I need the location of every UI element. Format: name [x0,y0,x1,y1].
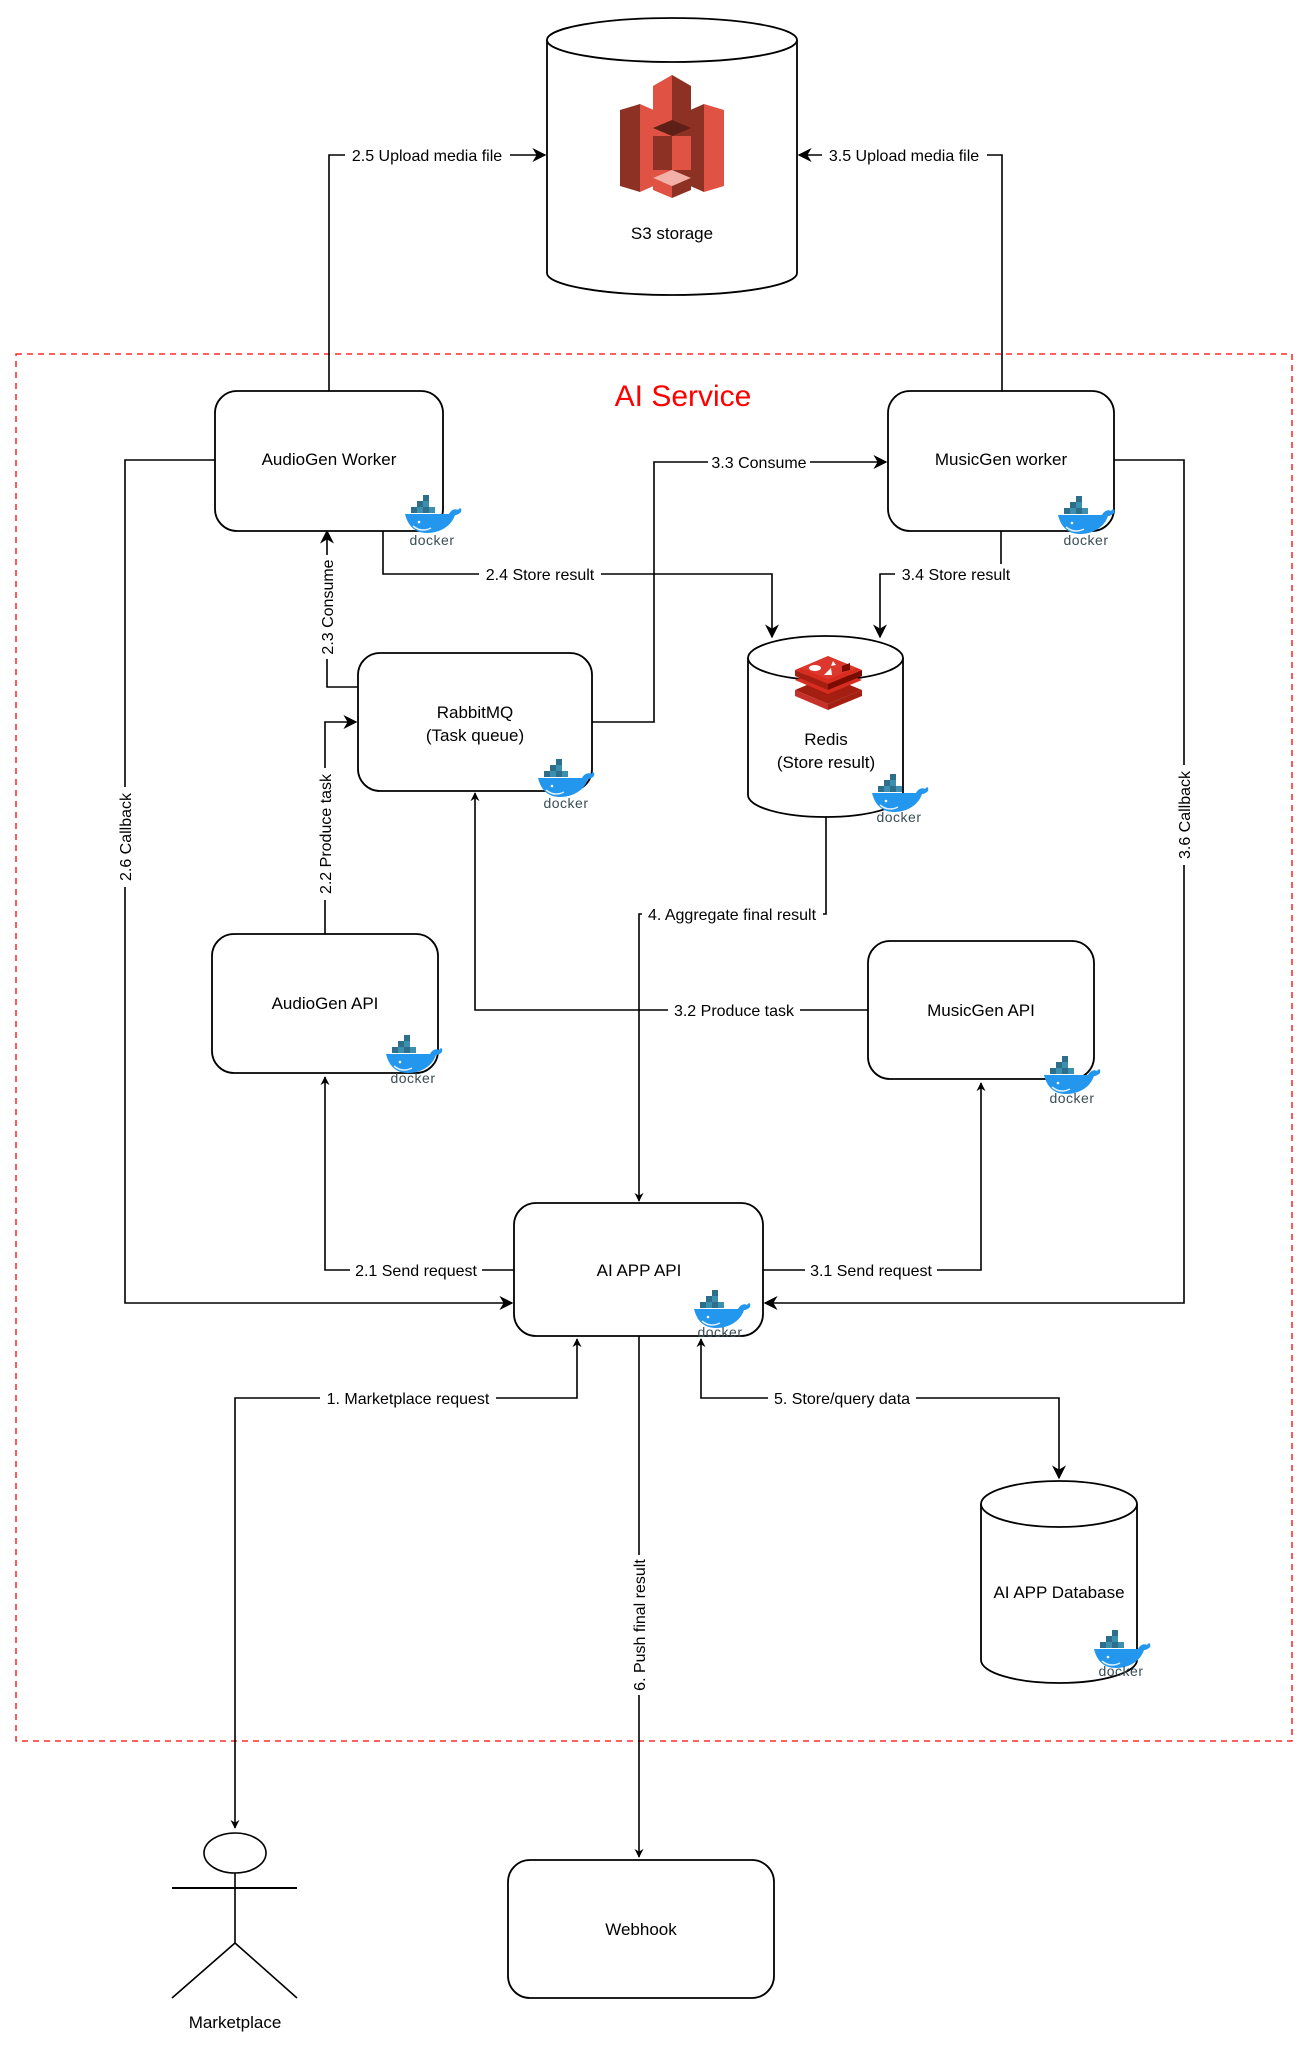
musicgen-api-node[interactable]: MusicGen API docker [867,940,1102,1106]
audiogen-api-node[interactable]: AudioGen API docker [211,933,444,1086]
svg-text:3.5 Upload media file: 3.5 Upload media file [829,148,979,165]
edge-2-1 [320,1076,514,1271]
webhook-node[interactable]: Webhook [507,1859,775,1999]
edge-label-4: 4. Aggregate final result [642,904,823,924]
redis-sublabel: (Store result) [777,753,875,772]
edge-2-5 [328,148,547,391]
webhook-label: Webhook [605,1920,677,1939]
svg-text:4. Aggregate final result: 4. Aggregate final result [648,907,817,924]
edge-label-3-4: 3.4 Store result [895,564,1017,584]
svg-text:2.1 Send request: 2.1 Send request [355,1263,477,1280]
edge-label-3-1: 3.1 Send request [805,1260,937,1280]
marketplace-actor[interactable]: Marketplace [171,1832,298,2032]
audiogen-worker-node[interactable]: AudioGen Worker docker [214,390,463,548]
edge-3-6 [763,459,1185,1310]
rabbitmq-sublabel: (Task queue) [426,726,524,745]
docker-label: docker [1063,532,1108,548]
edge-label-2-6: 2.6 Callback [115,787,135,887]
edge-label-2-5: 2.5 Upload media file [345,145,510,165]
edge-1 [230,1338,582,1829]
docker-label: docker [1098,1663,1143,1679]
ai-app-api-node[interactable]: AI APP API docker [513,1202,764,1340]
audiogen-api-label: AudioGen API [272,994,379,1013]
rabbitmq-node[interactable]: RabbitMQ (Task queue) docker [357,652,596,811]
svg-text:1. Marketplace request: 1. Marketplace request [327,1391,490,1408]
edge-3-5 [797,148,1003,391]
svg-text:3.3 Consume: 3.3 Consume [711,455,806,472]
s3-storage-label: S3 storage [631,224,713,243]
edge-label-3-5: 3.5 Upload media file [822,145,987,165]
edge-label-3-3: 3.3 Consume [708,452,810,472]
redis-node[interactable]: Redis (Store result) docker [747,635,930,825]
edge-label-5: 5. Store/query data [768,1388,916,1408]
svg-text:6. Push final result: 6. Push final result [632,1559,649,1691]
edge-5 [696,1338,1066,1480]
musicgen-api-label: MusicGen API [927,1001,1035,1020]
s3-icon [620,75,724,198]
docker-label: docker [543,795,588,811]
docker-label: docker [697,1324,742,1340]
svg-text:2.2 Produce task: 2.2 Produce task [318,773,335,894]
musicgen-worker-node[interactable]: MusicGen worker docker [887,390,1116,548]
edge-label-2-3: 2.3 Consume [317,555,337,659]
edge-label-1: 1. Marketplace request [320,1388,496,1408]
svg-text:5. Store/query data: 5. Store/query data [774,1391,910,1408]
svg-text:3.1 Send request: 3.1 Send request [810,1263,932,1280]
ai-app-database-label: AI APP Database [993,1583,1124,1602]
ai-app-database-node[interactable]: AI APP Database docker [980,1480,1152,1684]
docker-label: docker [409,532,454,548]
svg-text:3.6 Callback: 3.6 Callback [1177,770,1194,859]
musicgen-worker-label: MusicGen worker [935,450,1068,469]
rabbitmq-label: RabbitMQ [437,703,514,722]
svg-text:2.6 Callback: 2.6 Callback [118,792,135,881]
ai-app-api-label: AI APP API [597,1261,682,1280]
s3-storage-node[interactable]: S3 storage [546,17,798,296]
edge-label-6: 6. Push final result [629,1555,649,1695]
audiogen-worker-label: AudioGen Worker [262,450,397,469]
edge-label-3-2: 3.2 Produce task [668,1000,800,1020]
svg-text:3.4 Store result: 3.4 Store result [902,567,1011,584]
svg-text:2.4 Store result: 2.4 Store result [486,567,595,584]
docker-label: docker [876,809,921,825]
docker-label: docker [1049,1090,1094,1106]
marketplace-label: Marketplace [189,2013,282,2032]
edge-label-2-4: 2.4 Store result [479,564,601,584]
svg-text:2.3 Consume: 2.3 Consume [320,559,337,654]
edge-3-2 [470,792,868,1011]
docker-label: docker [390,1070,435,1086]
svg-text:2.5 Upload media file: 2.5 Upload media file [352,148,502,165]
ai-service-title: AI Service [615,380,752,413]
svg-text:3.2 Produce task: 3.2 Produce task [674,1003,795,1020]
edge-label-3-6: 3.6 Callback [1174,765,1194,865]
redis-label: Redis [804,730,847,749]
actor-head [203,1832,267,1874]
edge-label-2-2: 2.2 Produce task [315,768,335,900]
redis-icon [795,656,862,710]
edge-label-2-1: 2.1 Send request [350,1260,482,1280]
ai-service-group-border [15,353,1293,1742]
edge-3-1 [763,1082,986,1271]
